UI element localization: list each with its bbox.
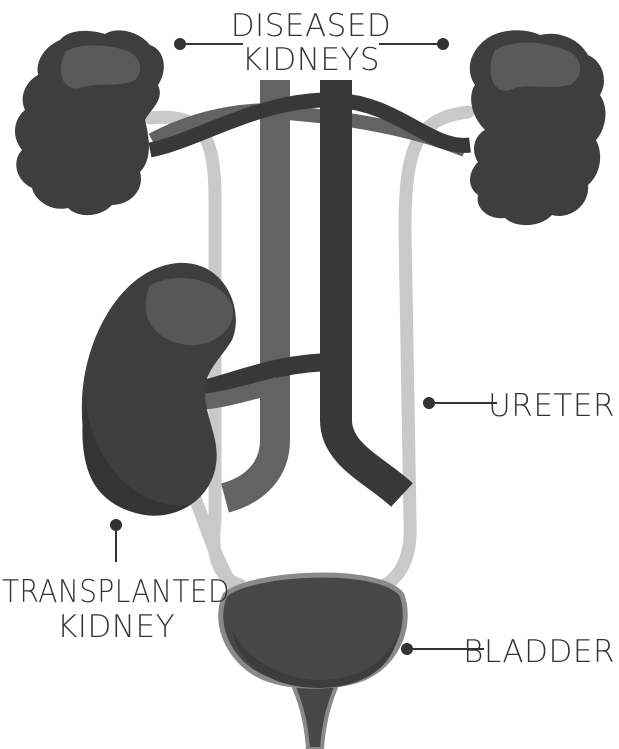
ureter-dot bbox=[424, 398, 434, 408]
bladder-dot bbox=[402, 644, 412, 654]
right-diseased-kidney bbox=[470, 30, 606, 225]
left-diseased-kidney bbox=[15, 30, 164, 215]
label-ureter: URETER bbox=[488, 388, 615, 424]
label-diseased-line2: KIDNEYS bbox=[242, 42, 380, 78]
label-transplanted-line2: KIDNEY bbox=[57, 609, 175, 645]
bladder bbox=[221, 575, 406, 749]
label-transplanted-line1: TRANSPLANTED bbox=[2, 574, 230, 610]
right-diseased-ureter bbox=[385, 112, 468, 585]
label-bladder: BLADDER bbox=[463, 634, 615, 670]
label-diseased-line1: DISEASED bbox=[231, 8, 392, 44]
diseased-left-dot bbox=[175, 39, 185, 49]
diseased-right-dot bbox=[438, 39, 448, 49]
vena-cava bbox=[336, 80, 402, 495]
transplanted-dot bbox=[111, 520, 121, 530]
aorta bbox=[225, 80, 275, 498]
